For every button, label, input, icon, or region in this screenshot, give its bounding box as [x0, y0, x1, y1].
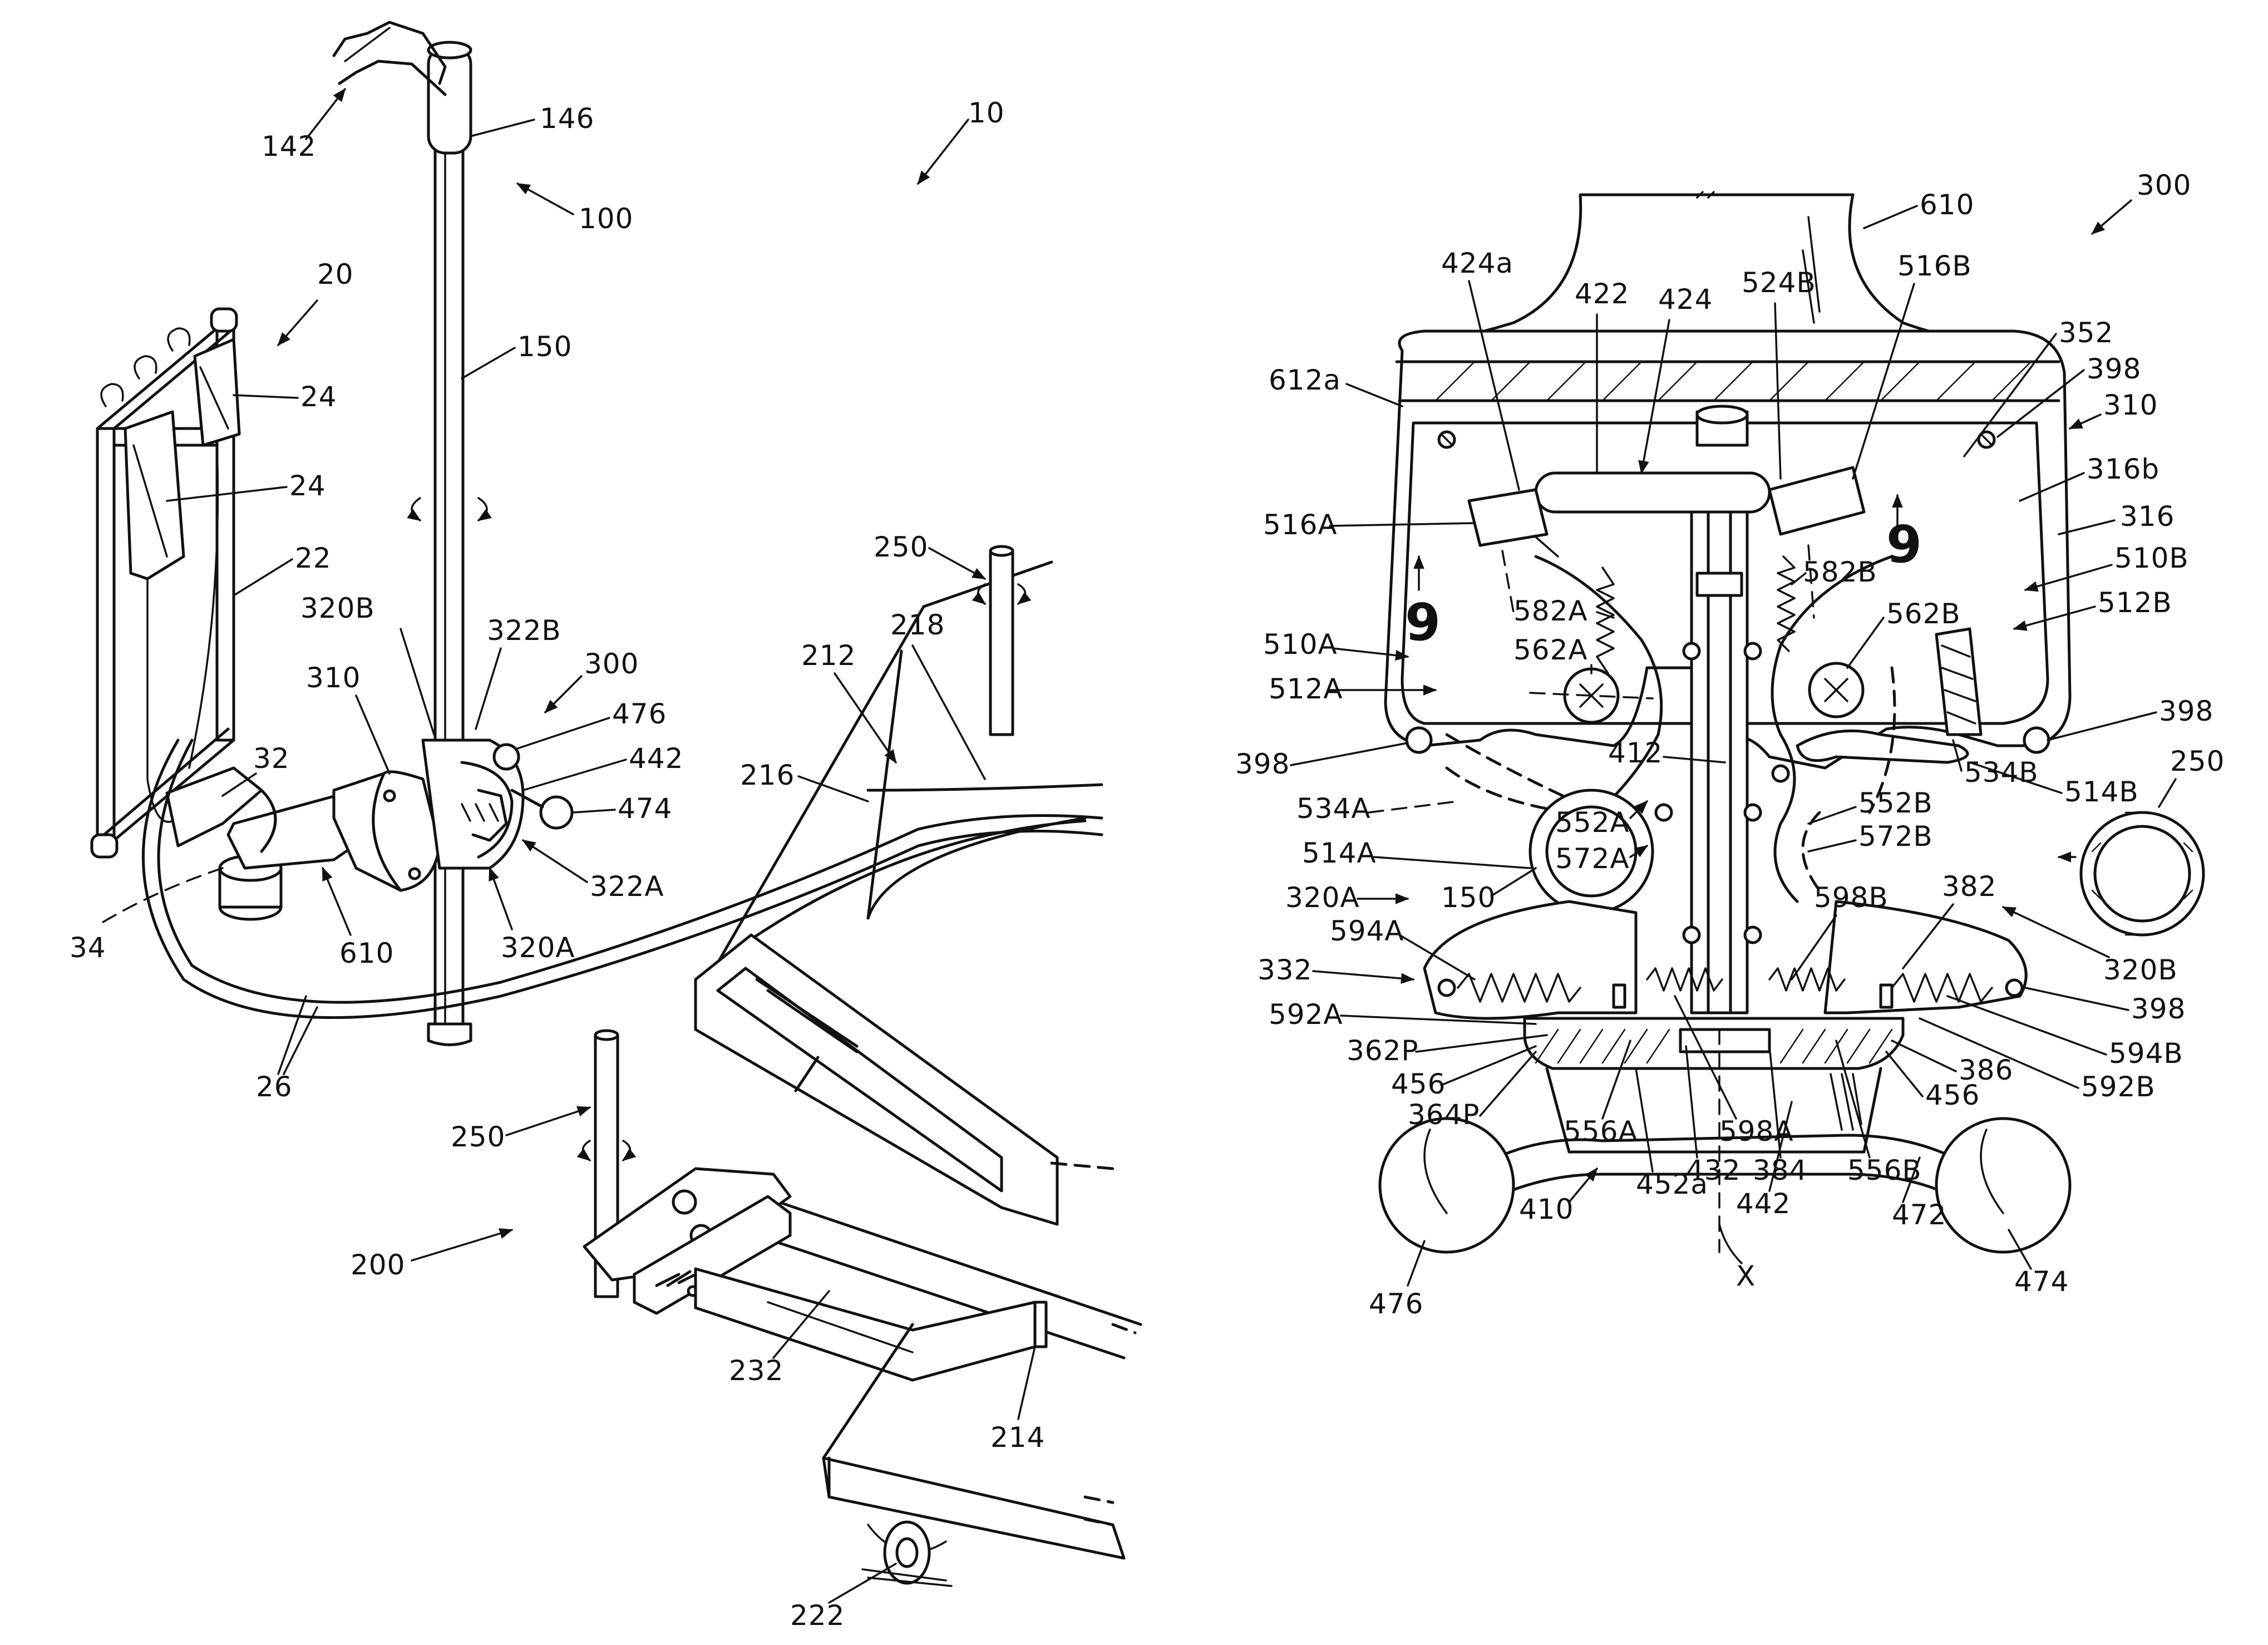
knob-476[interactable]	[1380, 1119, 1513, 1252]
label-472: 472	[1892, 1199, 1946, 1231]
label-384: 384	[1753, 1154, 1807, 1186]
label-232: 232	[729, 1355, 783, 1387]
label-364P: 364P	[1408, 1099, 1480, 1131]
label-412: 412	[1608, 737, 1663, 769]
label-442: 442	[1736, 1188, 1791, 1220]
label-474: 474	[618, 792, 672, 825]
label-320B: 320B	[2103, 954, 2178, 986]
label-422: 422	[1575, 278, 1629, 310]
label-22: 22	[295, 542, 332, 574]
label-512A: 512A	[1269, 673, 1343, 705]
label-section-9-a: 9	[1405, 593, 1441, 652]
label-476: 476	[1369, 1288, 1423, 1320]
pole-250-cross-section	[2059, 812, 2203, 935]
label-534A: 534A	[1296, 792, 1371, 825]
label-212: 212	[801, 639, 856, 672]
label-398-c: 398	[2159, 695, 2213, 727]
label-352: 352	[2059, 317, 2113, 349]
label-214: 214	[990, 1421, 1045, 1454]
label-X: X	[1736, 1260, 1756, 1292]
label-572B: 572B	[1858, 820, 1933, 853]
label-516A: 516A	[1263, 509, 1338, 541]
label-100: 100	[579, 203, 633, 235]
label-424a: 424a	[1441, 247, 1513, 279]
label-598B: 598B	[1814, 881, 1889, 914]
label-250-a: 250	[874, 531, 928, 563]
label-510A: 510A	[1263, 628, 1338, 661]
label-300: 300	[2137, 169, 2191, 201]
label-410: 410	[1519, 1193, 1574, 1225]
label-594A: 594A	[1330, 915, 1404, 947]
label-section-9-b: 9	[1886, 515, 1922, 574]
label-320A: 320A	[501, 932, 575, 964]
label-382: 382	[1942, 870, 1996, 903]
label-250: 250	[2170, 745, 2225, 777]
label-610: 610	[1920, 189, 1974, 221]
iv-pole	[412, 42, 487, 1045]
label-398-d: 398	[2131, 993, 2186, 1025]
label-398-a: 398	[2087, 353, 2141, 385]
label-218: 218	[890, 609, 945, 641]
label-310: 310	[306, 662, 361, 694]
label-610: 610	[339, 937, 394, 969]
label-582A: 582A	[1513, 595, 1588, 627]
label-442: 442	[629, 742, 683, 775]
label-322B: 322B	[487, 614, 561, 647]
label-150: 150	[517, 331, 572, 363]
label-316: 316	[2120, 500, 2175, 533]
label-362P: 362P	[1347, 1035, 1419, 1067]
label-510B: 510B	[2114, 542, 2189, 574]
label-332: 332	[1258, 954, 1312, 986]
label-316b: 316b	[2087, 453, 2159, 485]
label-572A: 572A	[1555, 843, 1630, 875]
label-598A: 598A	[1719, 1115, 1794, 1147]
label-592B: 592B	[2081, 1071, 2156, 1103]
label-432: 432	[1686, 1154, 1741, 1186]
label-552A: 552A	[1555, 806, 1630, 839]
label-456-a: 456	[1391, 1068, 1446, 1100]
label-524B: 524B	[1742, 267, 1816, 299]
label-556A: 556A	[1564, 1115, 1638, 1147]
label-514A: 514A	[1302, 837, 1377, 869]
label-24-b: 24	[289, 470, 326, 502]
label-474: 474	[2014, 1265, 2069, 1298]
label-476: 476	[612, 698, 667, 730]
label-514B: 514B	[2064, 776, 2139, 808]
label-32: 32	[253, 742, 290, 775]
label-10: 10	[968, 97, 1005, 129]
figure-1-perspective-view	[92, 22, 1141, 1586]
clamp-assembly	[334, 740, 572, 890]
label-562B: 562B	[1886, 598, 1961, 630]
label-562A: 562A	[1513, 634, 1588, 666]
label-592A: 592A	[1269, 998, 1343, 1031]
label-150: 150	[1441, 881, 1496, 914]
label-398-b: 398	[1235, 748, 1290, 780]
label-200: 200	[351, 1249, 405, 1281]
label-34: 34	[70, 932, 106, 964]
label-612a: 612a	[1269, 364, 1341, 396]
label-216: 216	[740, 759, 795, 791]
label-424: 424	[1658, 283, 1713, 316]
label-320B: 320B	[300, 592, 375, 624]
label-512B: 512B	[2098, 587, 2172, 619]
label-26: 26	[256, 1071, 293, 1103]
label-222: 222	[790, 1599, 845, 1632]
label-594B: 594B	[2109, 1037, 2183, 1070]
label-582B: 582B	[1803, 556, 1877, 588]
label-300: 300	[584, 648, 639, 680]
label-534B: 534B	[1964, 756, 2039, 789]
label-24-a: 24	[300, 381, 337, 413]
label-516B: 516B	[1897, 250, 1972, 282]
knob-474[interactable]	[1936, 1119, 2070, 1252]
label-20: 20	[317, 258, 354, 290]
figure-2-section-view	[1380, 192, 2203, 1252]
label-146: 146	[540, 102, 594, 135]
label-456-b: 456	[1925, 1079, 1980, 1111]
label-552B: 552B	[1858, 787, 1933, 819]
label-322A: 322A	[590, 870, 664, 903]
label-250-b: 250	[451, 1121, 505, 1153]
label-310: 310	[2103, 389, 2158, 421]
label-320A: 320A	[1285, 881, 1360, 914]
